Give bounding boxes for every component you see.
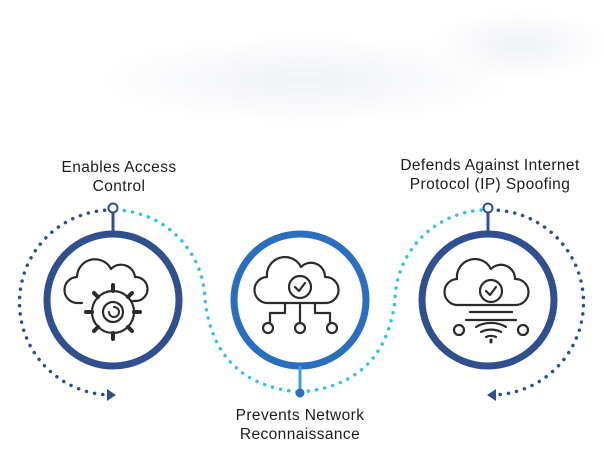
- step-label-access-control: Enables Access Control: [24, 158, 214, 196]
- cloud-wifi-check-icon: [443, 257, 530, 344]
- step-label-line: Defends Against Internet: [400, 157, 580, 174]
- step-label-line: Reconnaissance: [239, 426, 361, 443]
- step-label-line: Control: [92, 178, 146, 195]
- faded-background-shape-right: [430, 10, 604, 80]
- mid-to-right-dotted-arc: [298, 208, 487, 394]
- step-label-line: Protocol (IP) Spoofing: [409, 176, 571, 193]
- step-label-line: Prevents Network: [235, 407, 365, 424]
- step-label-ip-spoofing: Defends Against Internet Protocol (IP) S…: [360, 156, 604, 194]
- dotted-connectors: [17, 208, 586, 397]
- step-node-right: [418, 202, 558, 370]
- left-dotted-arc: [17, 208, 115, 397]
- step-node-middle: [230, 230, 370, 398]
- cloud-network-check-icon: [253, 255, 340, 335]
- left-arrowhead: [107, 389, 116, 401]
- right-dotted-arc: [488, 208, 586, 397]
- right-arrowhead: [487, 389, 496, 401]
- cloud-gear-icon: [63, 258, 149, 341]
- step-node-left: [43, 202, 183, 370]
- step-label-line: Enables Access: [61, 159, 177, 176]
- step-label-network-reconnaissance: Prevents Network Reconnaissance: [200, 406, 400, 444]
